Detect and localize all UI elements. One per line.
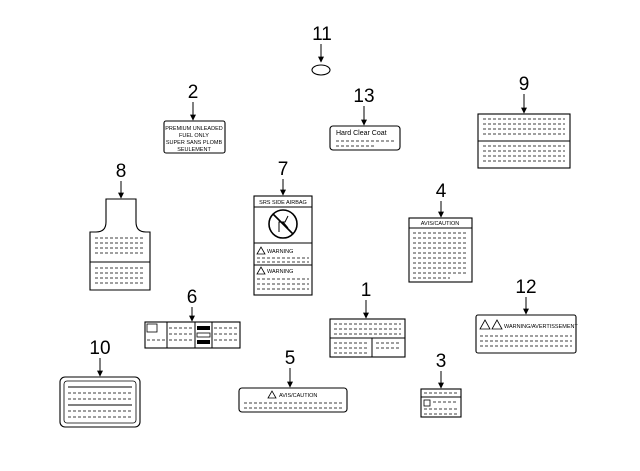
no-child-seat-icon [268,209,298,239]
airbag-warning-2: WARNING [267,269,293,275]
callout-5: 5 [285,348,296,369]
caution-label-5 [238,387,348,413]
part-10: 10 [59,338,141,428]
fuel-label [163,120,226,154]
warning-icon [491,319,503,330]
fuel-line-3: SUPER SANS PLOMB [166,140,223,146]
part-1: 1 [329,280,406,358]
part-8: 8 [89,161,151,291]
callout-7: 7 [278,159,289,180]
part-3: 3 [420,351,462,418]
small-label-3 [420,388,462,418]
fuel-line-4: SEULEMENT [177,147,211,153]
part-11: 11 [311,24,332,76]
clear-coat-label [329,125,401,151]
strip-label [144,321,241,349]
oval-label [311,64,331,76]
tabbed-label [89,198,151,291]
fuel-line-1: PREMIUM UNLEADED [165,126,222,132]
callout-13: 13 [353,86,374,107]
callout-9: 9 [519,74,530,95]
warning-icon [256,246,266,255]
callout-4: 4 [436,181,447,202]
caution-title-5: AVIS/CAUTION [279,393,317,399]
part-4: 4 AVIS/CAUTION [408,181,473,283]
callout-10: 10 [89,338,110,359]
callout-2: 2 [188,82,199,103]
callout-11: 11 [312,24,332,45]
warning-icon [256,266,266,275]
part-2: 2 PREMIUM UNLEADED FUEL ONLY SUPER SANS … [163,82,226,154]
callout-12: 12 [515,277,536,298]
part-7: 7 SRS SIDE AIRBAG WARNING WARNING [253,159,313,296]
callout-6: 6 [187,287,198,308]
warning-icon [479,319,491,330]
callout-8: 8 [116,161,127,182]
part-12: 12 WARNING/AVERTISSEMENT [475,277,578,354]
part-6: 6 [144,287,241,349]
airbag-title: SRS SIDE AIRBAG [259,200,307,206]
airbag-label [253,195,313,296]
caution-title-4: AVIS/CAUTION [421,221,459,227]
fuel-line-2: FUEL ONLY [179,133,209,139]
warning-icon [267,390,277,399]
callout-1: 1 [361,280,372,301]
callout-3: 3 [436,351,447,372]
part-5: 5 AVIS/CAUTION [238,348,348,413]
warning-title-12: WARNING/AVERTISSEMENT [504,324,578,330]
airbag-warning-1: WARNING [267,249,293,255]
warning-label-12 [475,314,577,354]
clear-coat-text: Hard Clear Coat [336,130,387,137]
part-13: 13 Hard Clear Coat [329,86,401,151]
framed-label [59,376,141,428]
part-9: 9 [477,74,571,169]
caution-label-4 [408,217,473,283]
